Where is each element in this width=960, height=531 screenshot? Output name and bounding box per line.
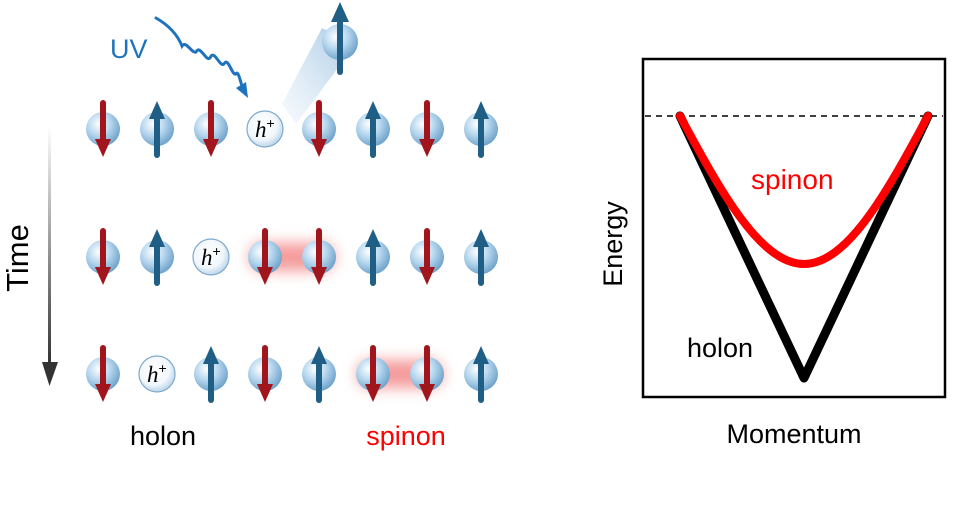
- spin-up: [464, 101, 498, 158]
- spin-chain-rows: h+ h+ h+: [86, 100, 498, 403]
- spin-row-2: h+: [86, 228, 498, 286]
- hole-site: h+: [192, 238, 230, 276]
- excited-electron: [282, 2, 358, 124]
- spin-up: [302, 346, 336, 403]
- spin-down: [410, 228, 444, 285]
- hole-site: h+: [138, 355, 176, 393]
- spin-down-arrowhead: [419, 384, 435, 402]
- spin-up-arrowhead: [365, 101, 381, 119]
- spin-up-arrowhead: [149, 229, 165, 247]
- spin-up-arrowhead: [473, 101, 489, 119]
- spin-down-arrowhead: [95, 139, 111, 157]
- spin-down: [86, 228, 120, 285]
- spin-down: [302, 228, 336, 285]
- spin-up-arrowhead: [473, 346, 489, 364]
- holon-dispersion-curve: [675, 111, 933, 383]
- spin-up-arrowhead: [203, 346, 219, 364]
- hole-sphere: [246, 110, 284, 148]
- spin-down-arrowhead: [365, 384, 381, 402]
- x-axis-label: Momentum: [726, 419, 861, 449]
- hole-sphere: [138, 355, 176, 393]
- spin-up: [356, 229, 390, 286]
- excited-spin-arrowhead: [331, 2, 349, 22]
- time-axis-arrowhead: [42, 362, 58, 386]
- spin-down: [302, 100, 336, 157]
- spinon-curve-label: spinon: [751, 164, 834, 195]
- hole-charge: +: [213, 243, 221, 259]
- spin-up-arrowhead: [365, 229, 381, 247]
- hole-charge: +: [159, 360, 167, 376]
- spin-up-arrowhead: [311, 346, 327, 364]
- spin-row-3: h+: [86, 345, 498, 403]
- spin-down: [194, 100, 228, 157]
- spin-up-arrowhead: [473, 229, 489, 247]
- hole-charge: +: [267, 115, 275, 131]
- spin-row-1: h+: [86, 100, 498, 158]
- time-label: Time: [0, 224, 35, 292]
- spin-down-arrowhead: [419, 267, 435, 285]
- spin-down: [410, 345, 444, 402]
- spin-up-arrowhead: [149, 101, 165, 119]
- spin-down-arrowhead: [257, 384, 273, 402]
- spin-down: [86, 100, 120, 157]
- excited-spin-body: [322, 2, 358, 75]
- spin-down-arrowhead: [95, 267, 111, 285]
- spin-up: [140, 229, 174, 286]
- spin-down-arrowhead: [419, 139, 435, 157]
- spin-down: [248, 345, 282, 402]
- uv-label: UV: [110, 34, 148, 64]
- y-axis-label: Energy: [598, 201, 628, 287]
- spin-up: [464, 346, 498, 403]
- spin-up: [464, 229, 498, 286]
- uv-photon: [154, 16, 248, 98]
- spin-down: [86, 345, 120, 402]
- hole-sphere: [192, 238, 230, 276]
- spin-up: [140, 101, 174, 158]
- uv-arrowhead: [236, 82, 248, 98]
- spin-up: [356, 101, 390, 158]
- spin-up: [194, 346, 228, 403]
- excited-spin: [322, 2, 358, 75]
- dispersion-plot: spinon holon: [641, 57, 947, 399]
- spin-down-arrowhead: [311, 267, 327, 285]
- spin-down: [410, 100, 444, 157]
- spin-down: [356, 345, 390, 402]
- spin-down-arrowhead: [257, 267, 273, 285]
- holon-label: holon: [130, 421, 196, 451]
- hole-site: h+: [246, 110, 284, 148]
- spin-down: [248, 228, 282, 285]
- spin-down-arrowhead: [311, 139, 327, 157]
- time-axis-line: [48, 126, 51, 364]
- spinon-dispersion-curve: [676, 112, 932, 269]
- uv-wave: [154, 16, 244, 88]
- spin-down-arrowhead: [203, 139, 219, 157]
- spin-down-arrowhead: [95, 384, 111, 402]
- holon-curve-label: holon: [687, 333, 753, 363]
- spinon-label: spinon: [366, 421, 446, 451]
- time-axis: [42, 126, 58, 386]
